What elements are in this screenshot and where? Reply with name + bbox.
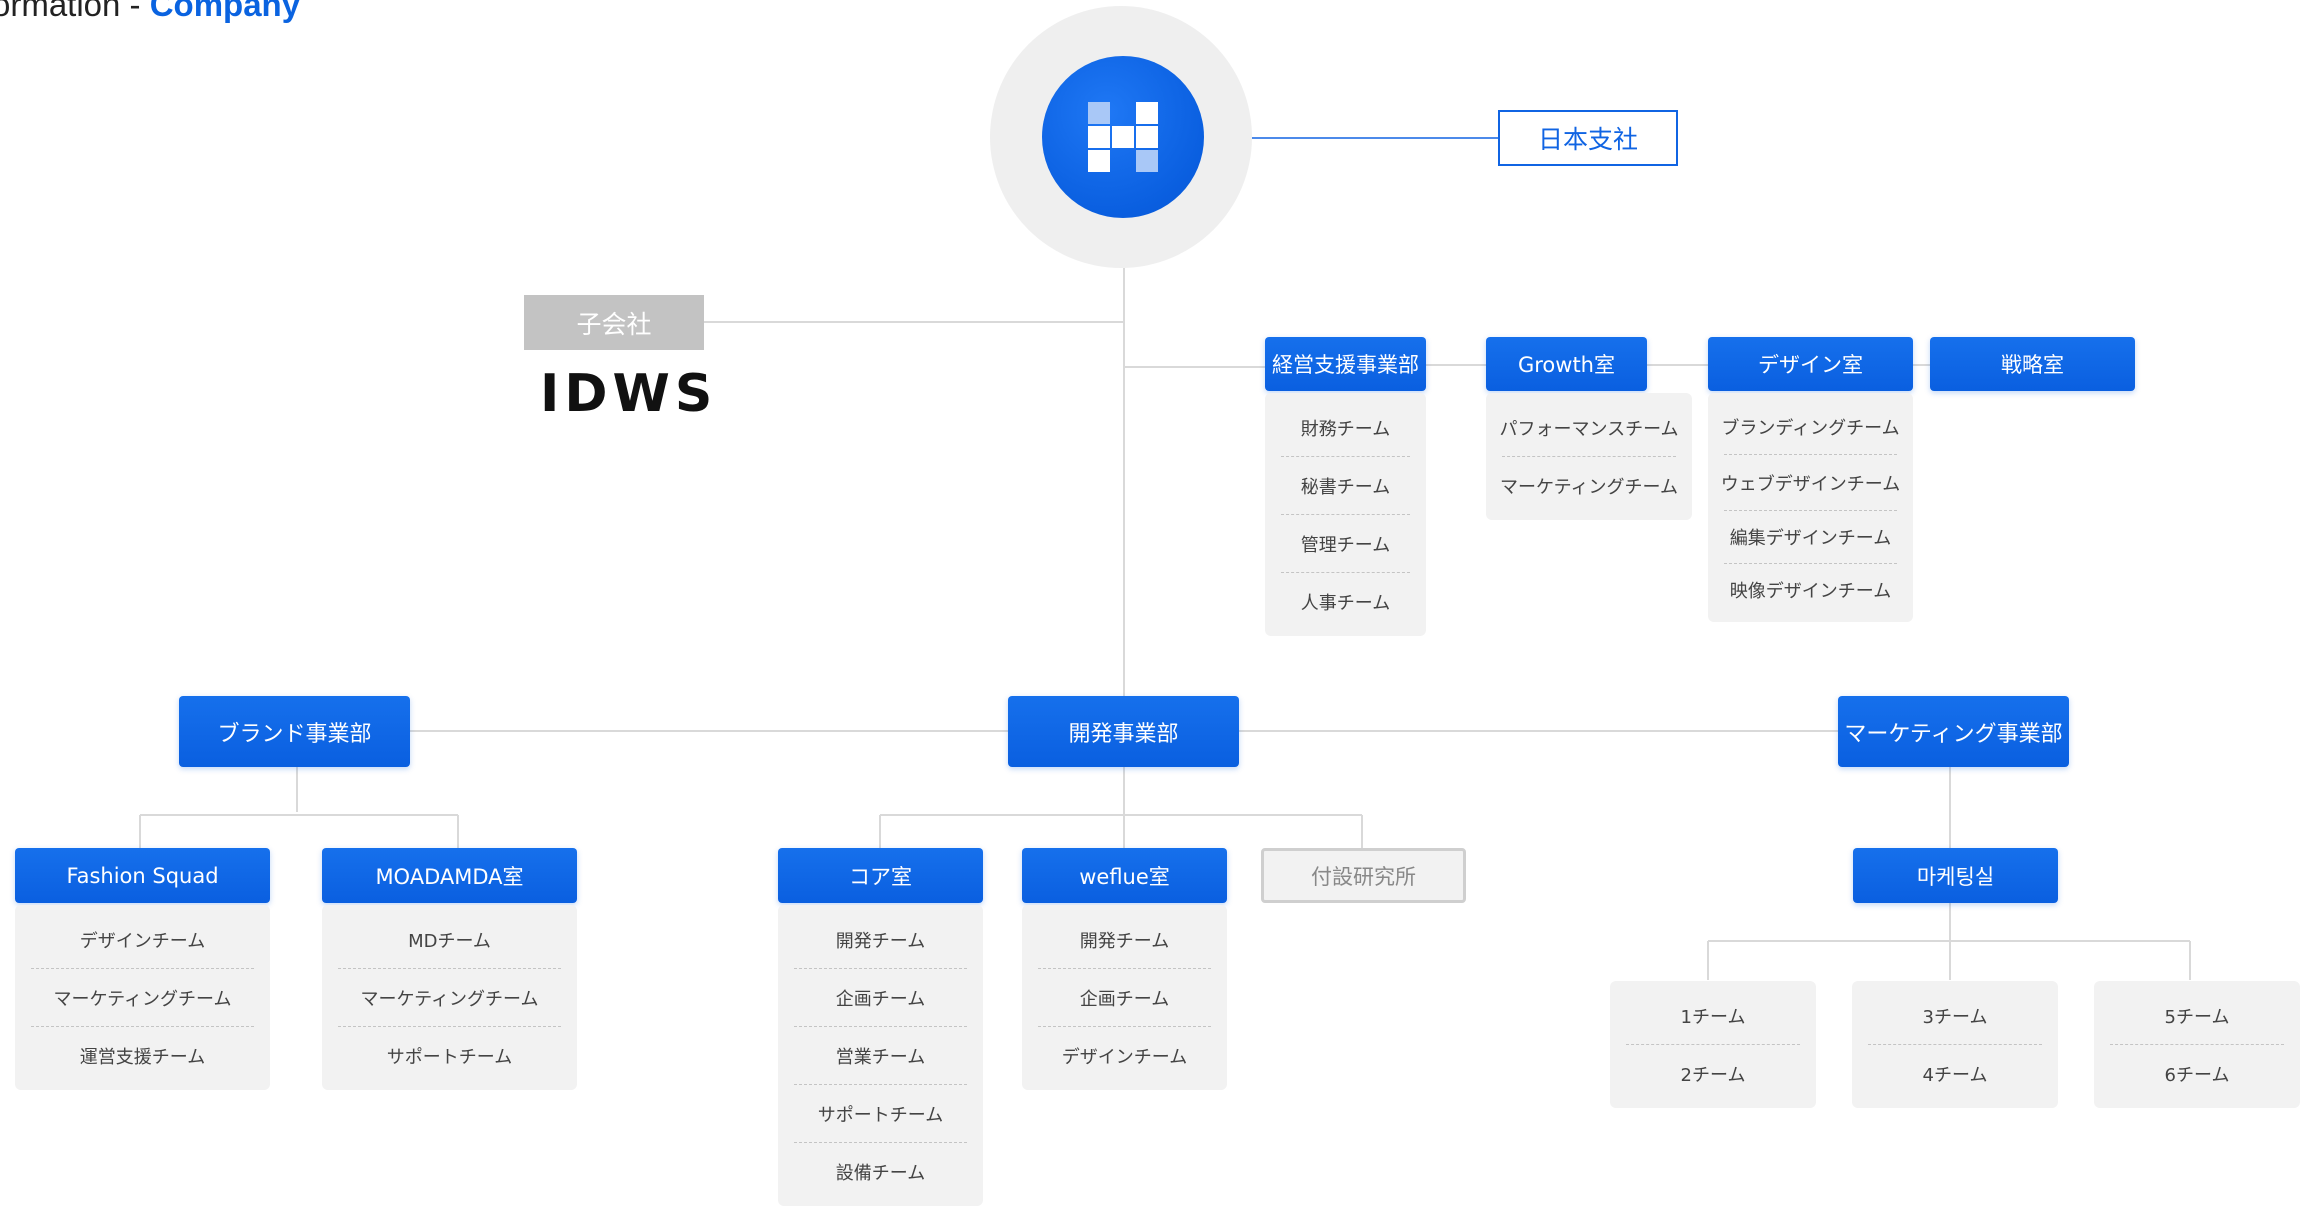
team-item: パフォーマンスチーム [1499,399,1679,457]
division-development: 開発事業部 [1008,696,1239,767]
team-item: 4チーム [1922,1064,1988,1086]
page-title: ormation - Company [0,0,301,23]
unit-weflue-teams: 開発チーム 企画チーム デザインチーム [1022,905,1227,1090]
team-item: 5チーム [2110,987,2284,1045]
team-item: ウェブデザインチーム [1721,455,1900,511]
team-item: 人事チーム [1300,592,1391,614]
unit-marketing-office: 마케팅실 [1853,848,2058,903]
team-item: サポートチーム [386,1046,513,1068]
team-item: 開発チーム [794,911,967,969]
team-item: 編集デザインチーム [1724,511,1897,564]
team-item: 6チーム [2164,1064,2230,1086]
unit-weflue: weflue室 [1022,848,1227,903]
subsidiary-name: IDWS [540,364,718,424]
team-item: 1チーム [1626,987,1800,1045]
unit-core-teams: 開発チーム 企画チーム 営業チーム サポートチーム 設備チーム [778,905,983,1206]
marketing-group-3: 5チーム 6チーム [2094,981,2300,1108]
team-item: デザインチーム [1061,1046,1188,1068]
team-item: 映像デザインチーム [1729,581,1892,602]
dept-design: デザイン室 [1708,337,1913,391]
unit-research-lab: 付設研究所 [1261,848,1466,903]
team-item: 3チーム [1868,987,2042,1045]
dept-design-teams: ブランディングチーム ウェブデザインチーム 編集デザインチーム 映像デザインチー… [1708,393,1913,622]
subsidiary-tag: 子会社 [524,295,704,350]
team-item: 企画チーム [1038,969,1211,1027]
team-item: 運営支援チーム [79,1046,206,1068]
team-item: マーケティングチーム [1499,476,1679,498]
unit-fashion-squad-teams: デザインチーム マーケティングチーム 運営支援チーム [15,905,270,1090]
dept-growth: Growth室 [1486,337,1647,391]
division-brand: ブランド事業部 [179,696,410,767]
unit-moadamda-teams: MDチーム マーケティングチーム サポートチーム [322,905,577,1090]
team-item: マーケティングチーム [31,969,254,1027]
dept-management-support-teams: 財務チーム 秘書チーム 管理チーム 人事チーム [1265,393,1426,636]
team-item: ブランディングチーム [1721,399,1900,455]
team-item: MDチーム [338,911,561,969]
unit-fashion-squad: Fashion Squad [15,848,270,903]
marketing-group-2: 3チーム 4チーム [1852,981,2058,1108]
japan-branch-box: 日本支社 [1498,110,1678,166]
dept-management-support: 経営支援事業部 [1265,337,1426,391]
dept-strategy: 戦略室 [1930,337,2135,391]
team-item: 設備チーム [835,1162,926,1184]
team-item: 秘書チーム [1281,457,1410,515]
team-item: 開発チーム [1038,911,1211,969]
team-item: マーケティングチーム [338,969,561,1027]
team-item: 2チーム [1680,1064,1746,1086]
marketing-group-1: 1チーム 2チーム [1610,981,1816,1108]
unit-moadamda: MOADAMDA室 [322,848,577,903]
company-logo-icon [1088,102,1160,174]
team-item: サポートチーム [794,1085,967,1143]
team-item: デザインチーム [31,911,254,969]
dept-growth-teams: パフォーマンスチーム マーケティングチーム [1486,393,1692,520]
team-item: 営業チーム [794,1027,967,1085]
team-item: 管理チーム [1281,515,1410,573]
division-marketing: マーケティング事業部 [1838,696,2069,767]
team-item: 企画チーム [794,969,967,1027]
team-item: 財務チーム [1281,399,1410,457]
unit-core: コア室 [778,848,983,903]
